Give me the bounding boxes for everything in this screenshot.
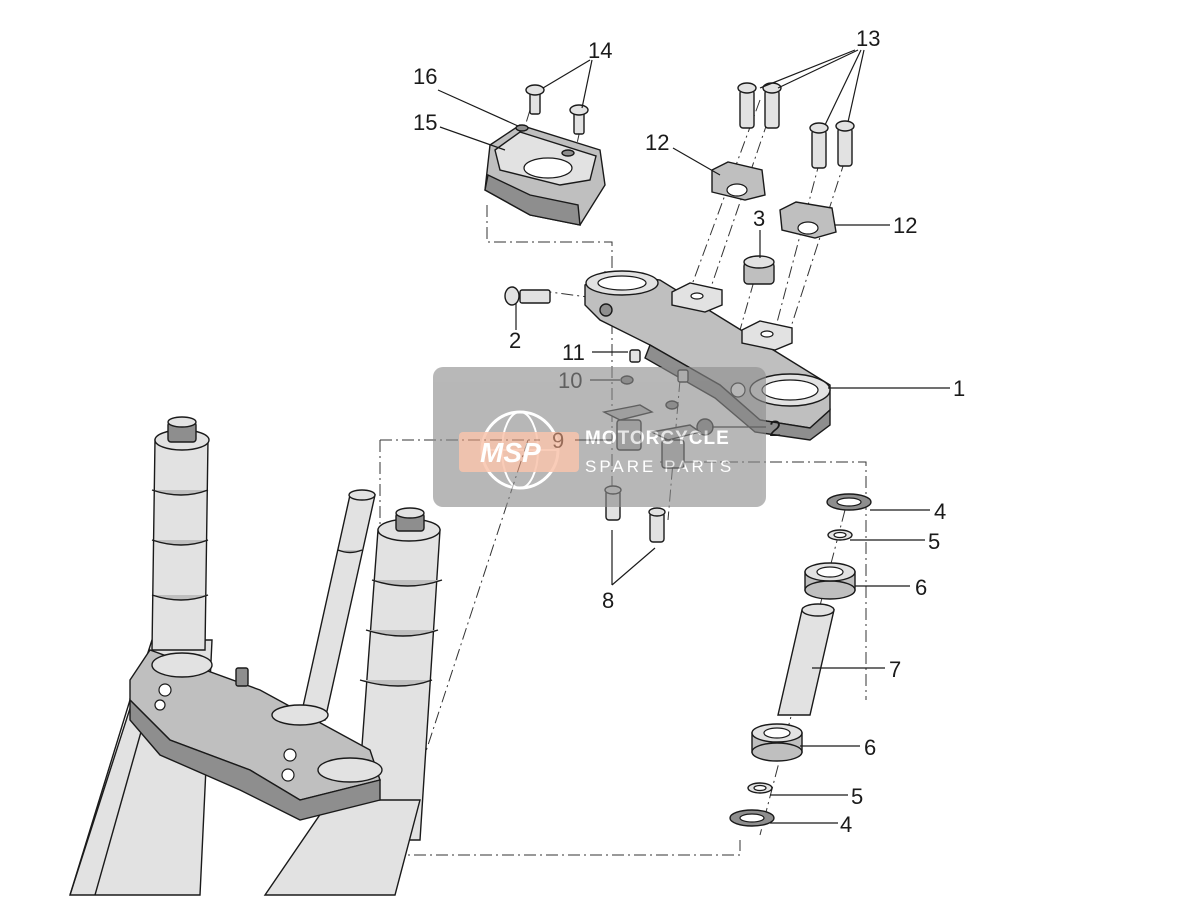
callout-8: 8	[602, 588, 614, 613]
steering-nut	[743, 255, 775, 285]
callout-6-lower: 6	[864, 735, 876, 760]
handlebar-cover-group	[484, 84, 606, 226]
callout-14: 14	[588, 38, 612, 63]
callout-1: 1	[953, 376, 965, 401]
callout-2-pinch-bolt: 2	[509, 328, 521, 353]
callout-4-upper: 4	[934, 499, 946, 524]
callout-6-upper: 6	[915, 575, 927, 600]
watermark-line2: SPARE PARTS	[585, 457, 734, 476]
callout-5-upper: 5	[928, 529, 940, 554]
callout-12-left: 12	[645, 130, 669, 155]
watermark-line1: MOTORCYCLE	[585, 428, 730, 449]
callout-16: 16	[413, 64, 437, 89]
callout-11: 11	[562, 340, 585, 365]
fork-assembly	[69, 416, 443, 896]
callout-13: 13	[856, 26, 880, 51]
callout-3: 3	[753, 206, 765, 231]
callout-7: 7	[889, 657, 901, 682]
callouts: 1 2 2 3 4 4 5 5 6 6 7 8 9 10 11 12 12 13…	[413, 26, 965, 837]
callout-5-lower: 5	[851, 784, 863, 809]
callout-4-lower: 4	[840, 812, 852, 837]
callout-2-clamp-bolt: 2	[769, 416, 781, 441]
watermark-logo: MSP	[480, 437, 541, 468]
callout-15: 15	[413, 110, 437, 135]
watermark: MSP MOTORCYCLE SPARE PARTS	[433, 367, 766, 507]
clamp-screws	[737, 82, 855, 169]
handlebar-clamps	[711, 161, 837, 239]
bearing-stack	[729, 493, 872, 827]
callout-12-right: 12	[893, 213, 917, 238]
